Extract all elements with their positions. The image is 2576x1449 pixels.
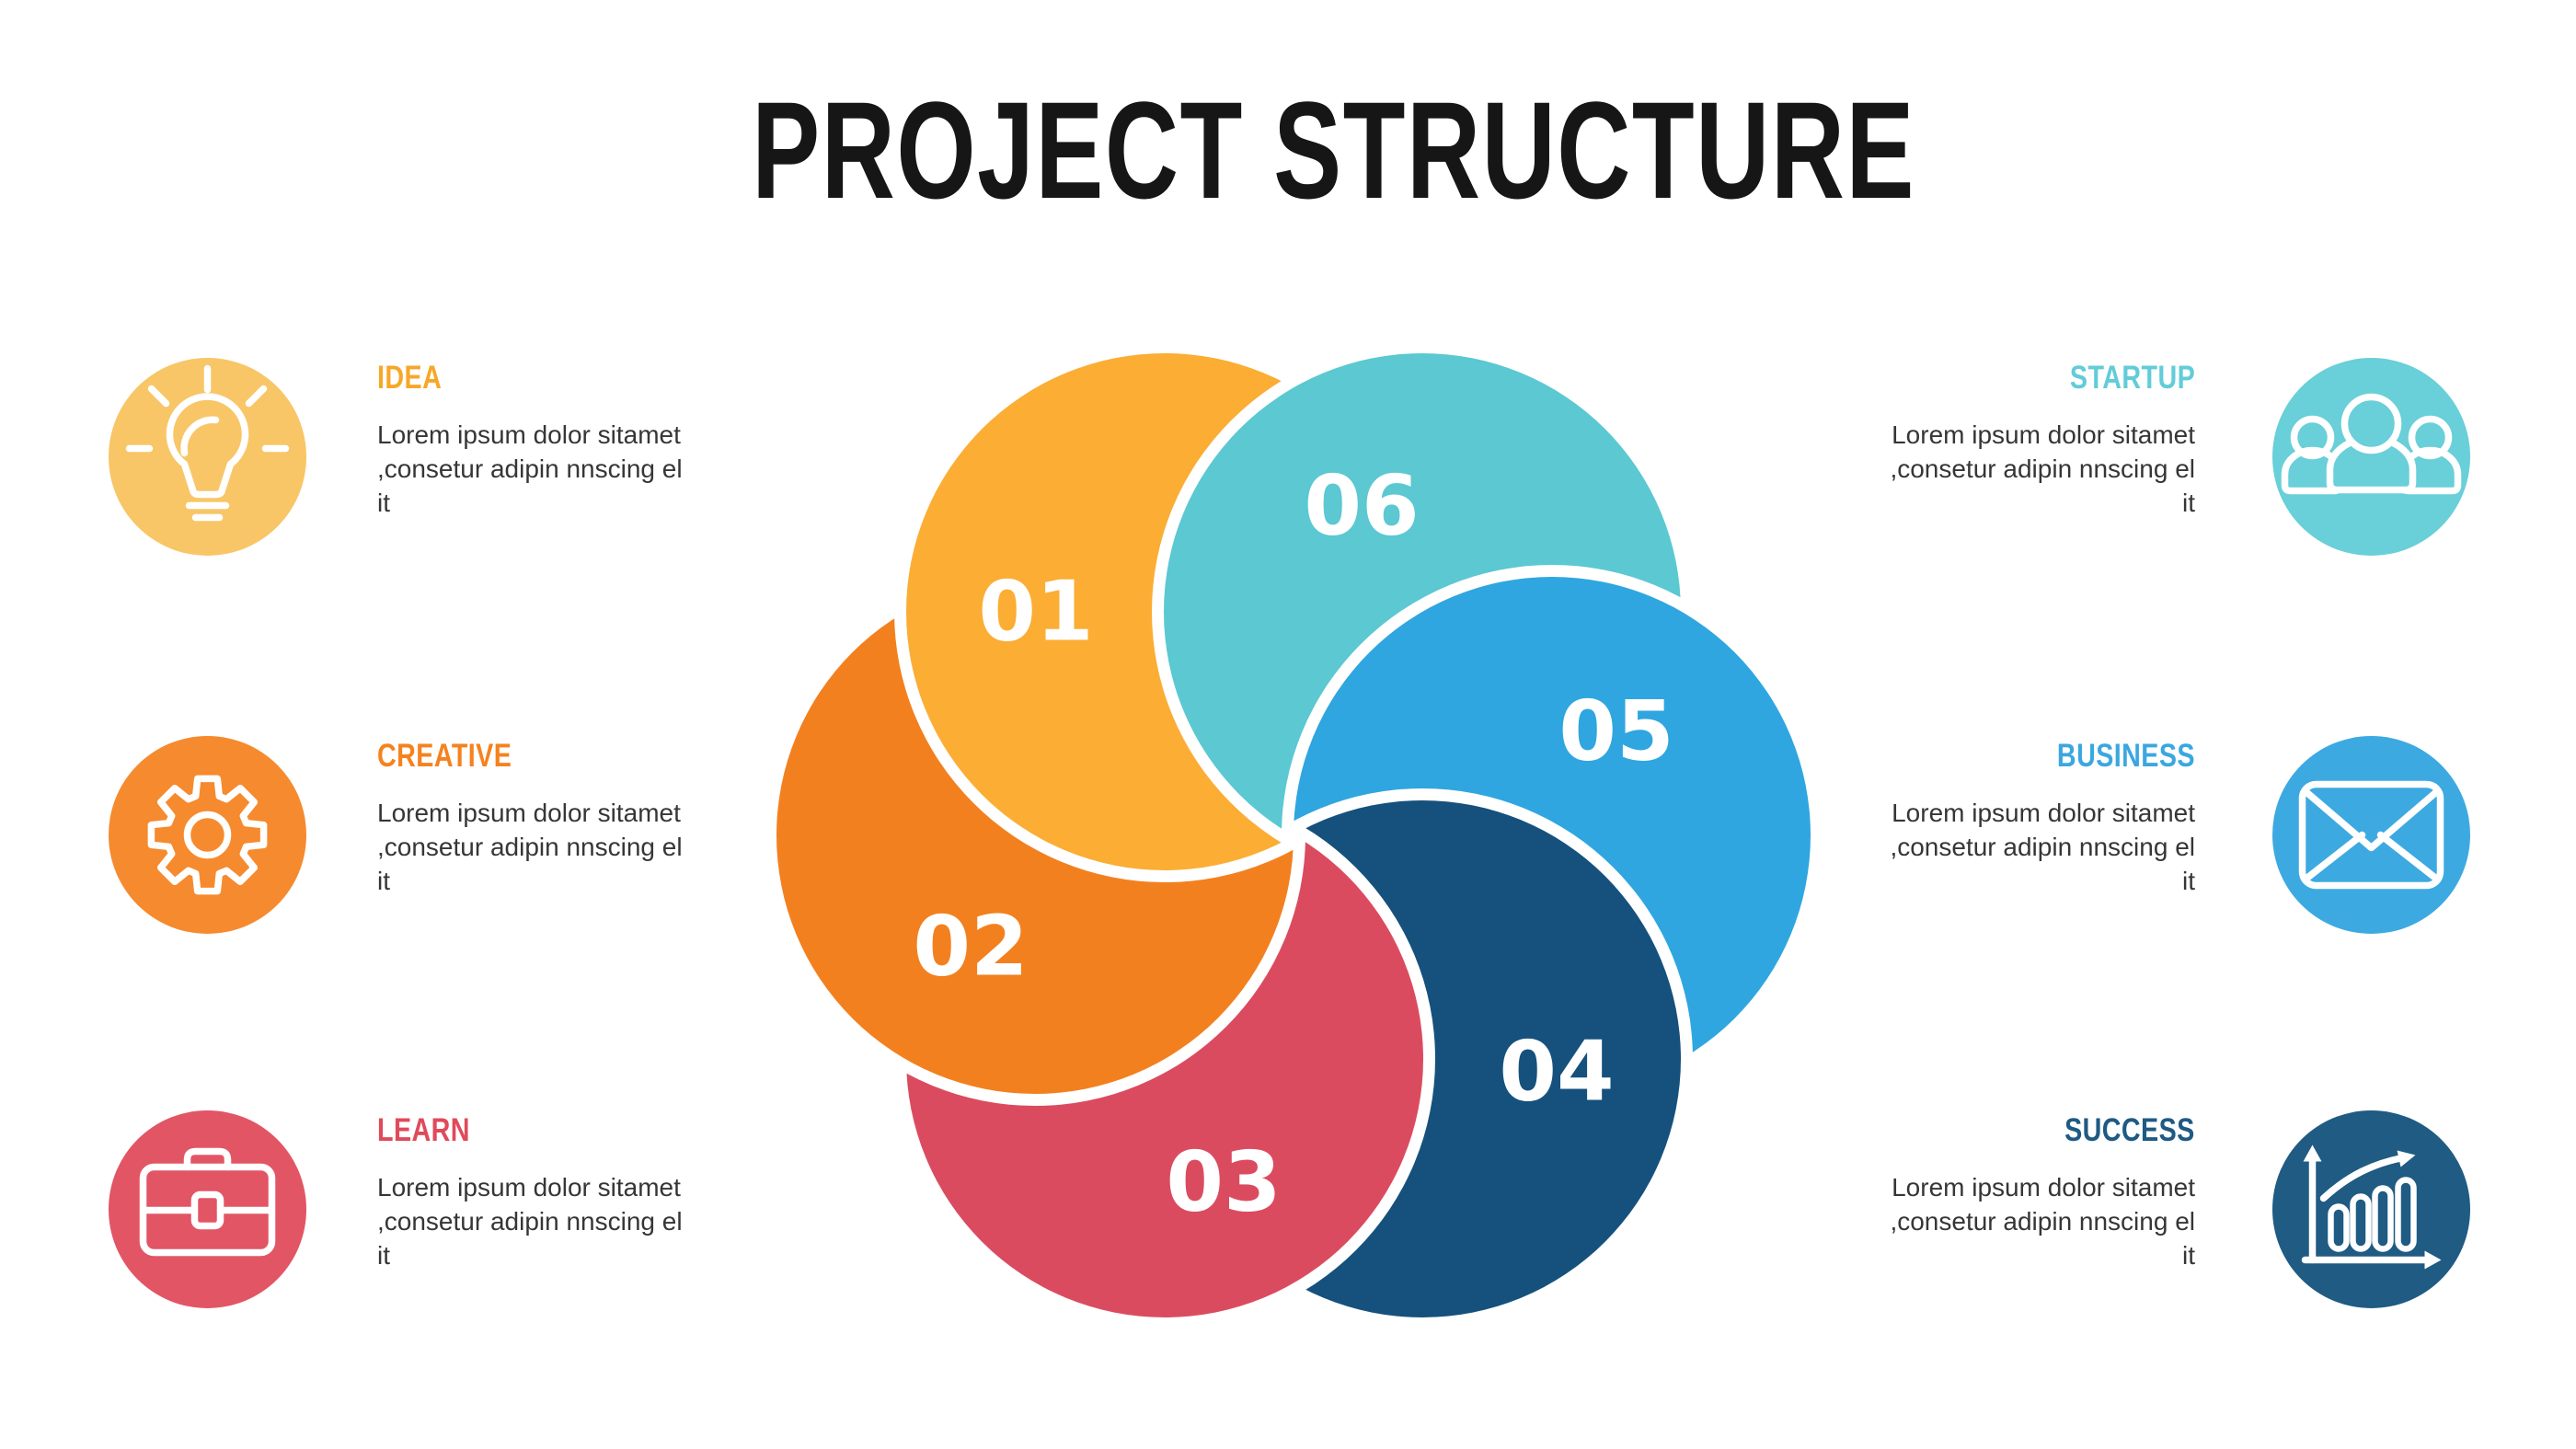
item-startup-title: STARTUP — [2069, 360, 2195, 396]
envelope-icon — [2298, 780, 2444, 890]
business-badge — [2272, 736, 2470, 934]
idea-badge-circle — [109, 358, 306, 556]
team-icon — [2281, 393, 2462, 495]
petal-06-number: 06 — [1304, 458, 1419, 555]
startup-badge — [2272, 358, 2470, 556]
item-idea: IDEA Lorem ipsum dolor sitamet ,consetur… — [377, 361, 810, 520]
item-success-body: Lorem ipsum dolor sitamet ,consetur adip… — [1890, 1173, 2195, 1270]
success-badge — [2272, 1110, 2470, 1308]
page-title-text: PROJECT STRUCTURE — [752, 73, 1916, 227]
growth-chart-icon — [2301, 1144, 2442, 1270]
item-success-title: SUCCESS — [2064, 1112, 2195, 1148]
idea-badge — [109, 358, 306, 556]
petal-01-number: 01 — [978, 564, 1093, 661]
item-idea-body: Lorem ipsum dolor sitamet ,consetur adip… — [377, 420, 683, 517]
petal-06 — [1164, 353, 1681, 870]
lightbulb-icon — [125, 364, 290, 522]
item-business: BUSINESS Lorem ipsum dolor sitamet ,cons… — [1763, 739, 2195, 898]
item-creative: CREATIVE Lorem ipsum dolor sitamet ,cons… — [377, 739, 810, 898]
petal-02-number: 02 — [913, 899, 1028, 995]
item-learn-body: Lorem ipsum dolor sitamet ,consetur adip… — [377, 1173, 683, 1270]
item-learn-title: LEARN — [377, 1112, 470, 1148]
gear-icon — [147, 775, 268, 895]
learn-badge-circle — [109, 1110, 306, 1308]
petal-05-number: 05 — [1558, 684, 1673, 780]
page-title: PROJECT STRUCTURE — [46, 81, 2576, 219]
learn-badge — [109, 1110, 306, 1308]
item-success: SUCCESS Lorem ipsum dolor sitamet ,conse… — [1763, 1113, 2195, 1272]
item-learn: LEARN Lorem ipsum dolor sitamet ,consetu… — [377, 1113, 810, 1272]
petal-03-number: 03 — [1166, 1134, 1281, 1231]
item-creative-title: CREATIVE — [377, 738, 512, 774]
creative-badge-circle — [109, 736, 306, 934]
item-creative-body: Lorem ipsum dolor sitamet ,consetur adip… — [377, 799, 683, 895]
item-business-title: BUSINESS — [2056, 738, 2195, 774]
item-idea-title: IDEA — [377, 360, 443, 396]
creative-badge — [109, 736, 306, 934]
item-business-body: Lorem ipsum dolor sitamet ,consetur adip… — [1890, 799, 2195, 895]
petal-04-number: 04 — [1499, 1024, 1614, 1121]
item-startup-body: Lorem ipsum dolor sitamet ,consetur adip… — [1890, 420, 2195, 517]
item-startup: STARTUP Lorem ipsum dolor sitamet ,conse… — [1763, 361, 2195, 520]
briefcase-icon — [139, 1147, 276, 1257]
